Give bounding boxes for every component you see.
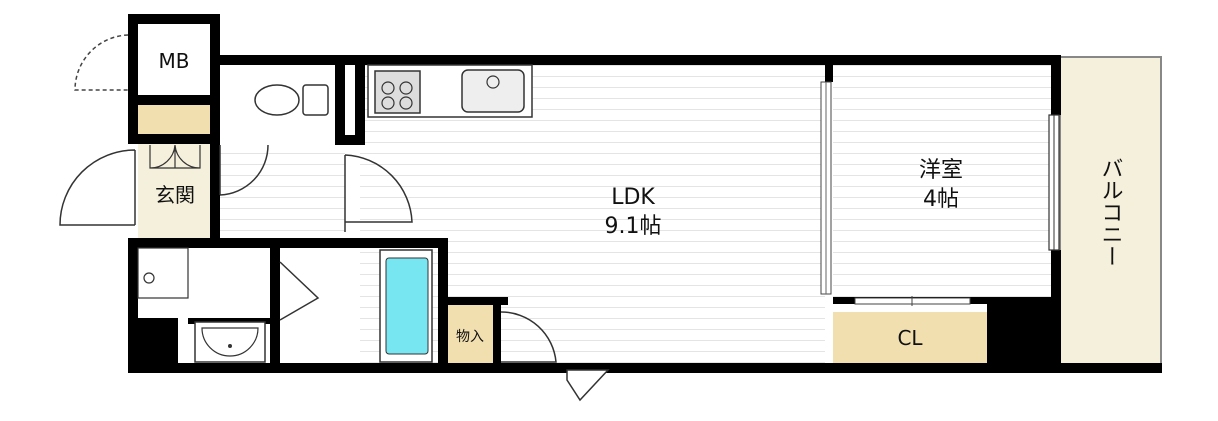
walls [128, 14, 1162, 373]
hall-floor [215, 145, 345, 238]
hall-door-swing [344, 154, 413, 232]
western-room-floor [833, 65, 1053, 305]
western-room-size-label: 4帖 [923, 187, 959, 212]
stove-icon [374, 70, 421, 114]
mb-door-swing [74, 34, 129, 91]
washbasin-icon [194, 321, 266, 363]
storage-fill [446, 303, 493, 363]
shoe-cabinet-icon [149, 144, 201, 169]
ldk-name-label: LDK [611, 185, 655, 210]
sink-icon [461, 69, 525, 113]
bathroom-door-swing [279, 261, 320, 321]
bathtub-water [385, 257, 429, 355]
washer-space [137, 247, 189, 299]
toilet-door-swing [219, 144, 269, 196]
entry-marker [566, 369, 610, 402]
western-room-name-label: 洋室 [919, 158, 963, 183]
drain-icon [143, 272, 155, 284]
storage-label: 物入 [456, 329, 484, 345]
entrance-label: 玄関 [155, 183, 195, 207]
closet-label: CL [897, 326, 923, 350]
entrance-door-swing [59, 149, 136, 226]
balcony-label: バルコニー [1098, 157, 1123, 267]
mb-storage-fill [138, 105, 211, 135]
mb-label: MB [159, 49, 190, 73]
toilet-icon [254, 84, 329, 116]
entrance-fill [138, 144, 214, 238]
balcony-area [1059, 56, 1162, 366]
ldk-size-label: 9.1帖 [605, 214, 662, 239]
storage-door-swing [500, 311, 557, 363]
closet-fill [833, 312, 987, 363]
